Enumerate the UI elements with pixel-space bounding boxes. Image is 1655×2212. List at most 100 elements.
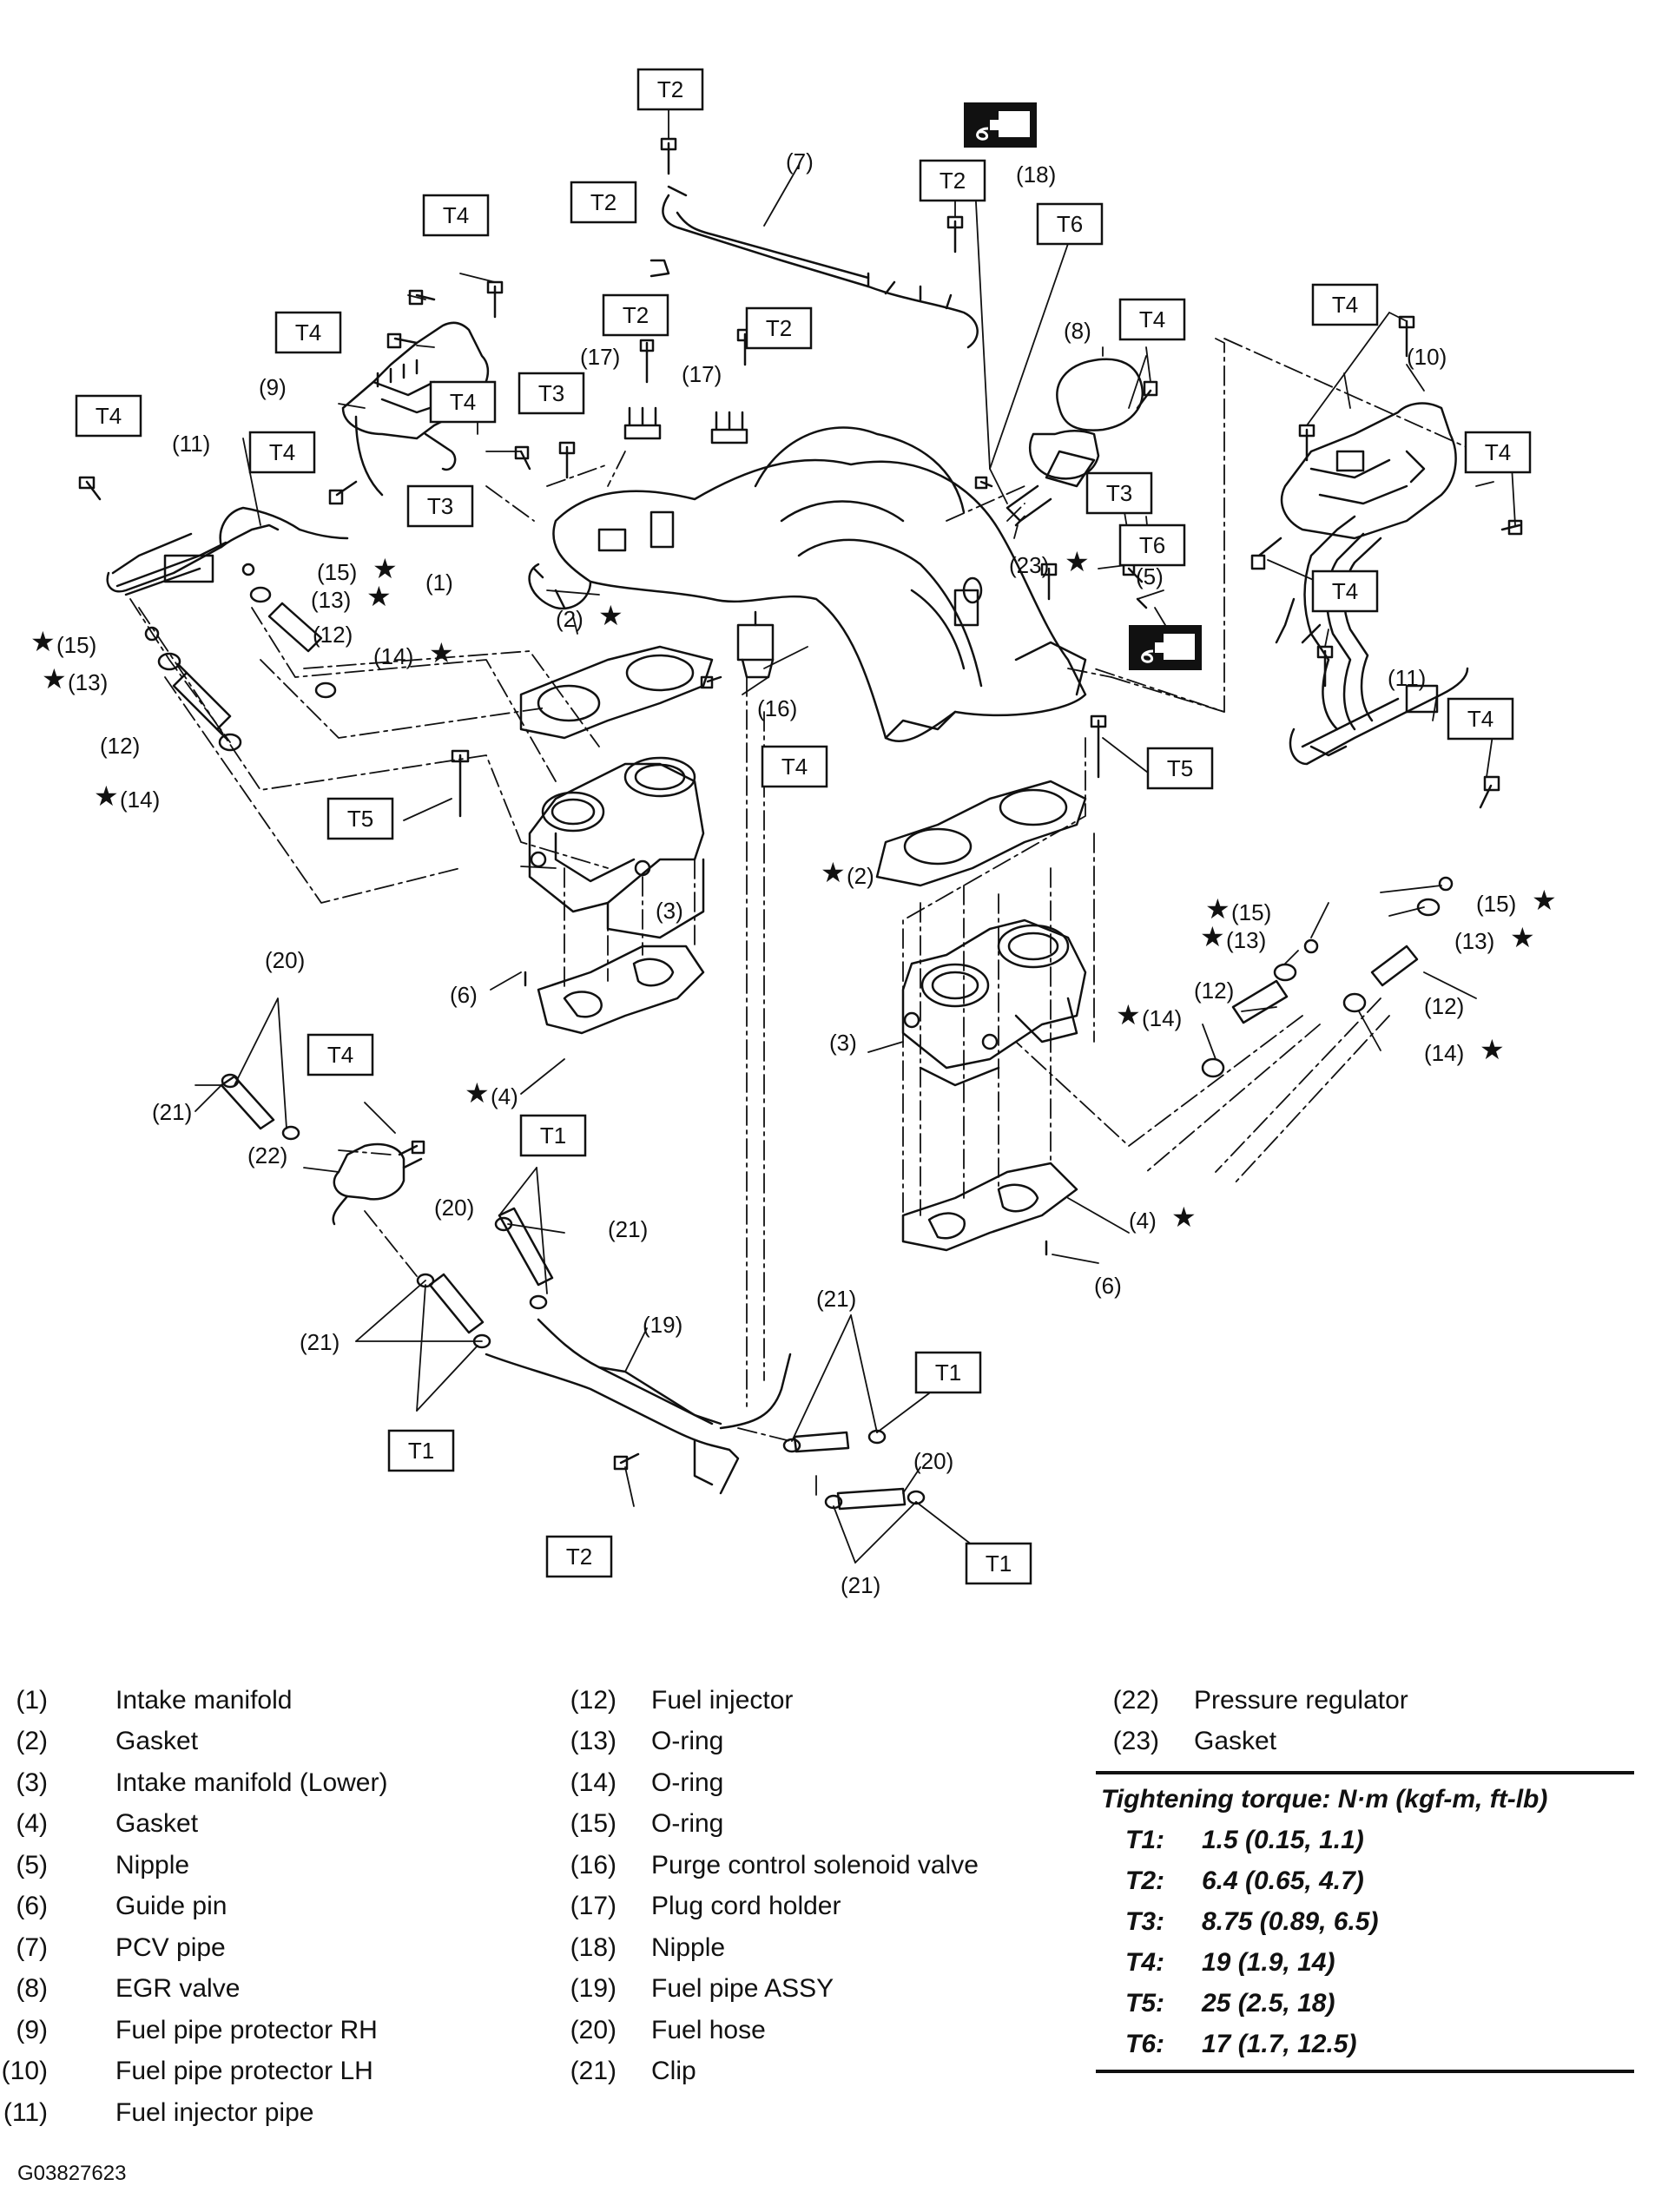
torque-row: T4:19 (1.9, 14): [1096, 1942, 1634, 1983]
torque-tag: T2: [919, 159, 986, 202]
legend-item-name: Intake manifold: [115, 1685, 293, 1715]
torque-tag: T4: [422, 194, 490, 237]
fuel-hose-mid: [498, 1207, 554, 1287]
legend-item-number: (22): [1112, 1685, 1159, 1715]
torque-tag-label: T1: [540, 1122, 566, 1149]
torque-value: 8.75 (0.89, 6.5): [1202, 1906, 1379, 1936]
legend-item-name: Plug cord holder: [651, 1892, 841, 1921]
gasket-4-left: [537, 945, 705, 1035]
callout-number: (14): [120, 787, 160, 813]
torque-tag-label: T4: [1467, 706, 1493, 732]
torque-tag-box: [761, 745, 828, 788]
torque-tag: T4: [1311, 569, 1379, 613]
star-icon: ★: [1200, 921, 1225, 952]
torque-tag-box: [1085, 471, 1153, 515]
legend-item-number: (9): [16, 2015, 48, 2044]
callout-number: (21): [816, 1286, 856, 1312]
fuel-hose-left: [220, 1075, 275, 1130]
legend-item-name: Nipple: [651, 1932, 726, 1962]
legend-item: (7)PCV pipe: [0, 1927, 387, 1969]
callout-number: (12): [313, 622, 353, 648]
torque-tag-label: T4: [443, 202, 469, 228]
callout-number: (21): [152, 1099, 192, 1125]
torque-tag: T4: [1464, 431, 1532, 474]
torque-table-bottom-rule: [1096, 2070, 1634, 2073]
torque-tag-label: T1: [935, 1359, 961, 1386]
callout-number: (14): [1424, 1040, 1464, 1066]
legend-item-number: (11): [3, 2097, 48, 2127]
torque-tag-label: T5: [1167, 755, 1193, 781]
torque-key: T2:: [1125, 1866, 1164, 1895]
torque-tag: T3: [406, 484, 474, 528]
torque-row: T1:1.5 (0.15, 1.1): [1096, 1820, 1634, 1860]
callout-number: (20): [913, 1448, 953, 1474]
torque-tag: T6: [1036, 202, 1104, 246]
legend-item-name: PCV pipe: [115, 1932, 226, 1962]
torque-tag-box: [745, 306, 813, 350]
legend-item: (19)Fuel pipe ASSY: [538, 1969, 979, 2011]
callout-number: (10): [1407, 344, 1447, 370]
legend-item: (17)Plug cord holder: [538, 1886, 979, 1928]
o-rings: [144, 563, 1454, 1078]
callout-number: (6): [1094, 1273, 1122, 1299]
star-icon: ★: [366, 581, 392, 612]
legend-item-name: Nipple: [115, 1850, 190, 1880]
legend-item: (4)Gasket: [0, 1804, 387, 1846]
callout-number: (9): [259, 374, 287, 400]
legend-item: (13)O-ring: [538, 1722, 979, 1763]
torque-tag-box: [570, 181, 637, 224]
torque-tag-box: [387, 1429, 455, 1472]
torque-tag-label: T2: [566, 1544, 592, 1570]
callout-number: (3): [656, 898, 683, 924]
torque-tag: T4: [1447, 697, 1514, 741]
torque-key: T5:: [1125, 1988, 1164, 2018]
legend-item-name: Fuel pipe ASSY: [651, 1974, 834, 2004]
legend-item-name: Gasket: [1194, 1727, 1277, 1756]
legend-item: (21)Clip: [538, 2051, 979, 2093]
star-icon: ★: [1205, 893, 1230, 925]
egr-valve: [1006, 358, 1144, 523]
figure-code: G03827623: [17, 2162, 127, 2185]
torque-tag: T4: [761, 745, 828, 788]
torque-table-title: Tightening torque: N·m (kgf-m, ft-lb): [1101, 1785, 1548, 1814]
callout-number: (12): [1194, 978, 1234, 1004]
legend-item-number: (20): [570, 2015, 617, 2044]
torque-tag: T4: [1118, 298, 1186, 341]
callout-number: (16): [757, 695, 797, 721]
purge-control-solenoid-valve: [736, 610, 775, 679]
legend-item-number: (13): [570, 1727, 617, 1756]
fuel-injector-12-right: [1370, 945, 1419, 987]
legend-item: (10)Fuel pipe protector LH: [0, 2051, 387, 2093]
pressure-regulator: [332, 1142, 423, 1226]
torque-tag-box: [1447, 697, 1514, 741]
torque-tag: T3: [518, 372, 585, 415]
leader-lines: [195, 108, 1516, 1564]
torque-tag: T2: [602, 293, 669, 337]
torque-tag: T6: [1118, 523, 1186, 567]
legend-column-3: (22)Pressure regulator(23)Gasket: [1081, 1680, 1408, 1762]
torque-tag: T5: [326, 797, 394, 840]
torque-tag-label: T6: [1057, 211, 1083, 237]
callout-number: (3): [829, 1030, 857, 1056]
torque-tag: T2: [636, 68, 704, 111]
legend-item-name: O-ring: [651, 1809, 724, 1839]
callout-number: (21): [300, 1329, 340, 1355]
legend-item: (9)Fuel pipe protector RH: [0, 2010, 387, 2051]
gasket-4-right: [901, 1162, 1078, 1252]
torque-table-top-rule: [1096, 1771, 1634, 1774]
legend-item-number: (6): [16, 1892, 48, 1921]
star-icon: ★: [94, 780, 119, 812]
torque-tag-box: [636, 68, 704, 111]
callout-number: (22): [247, 1142, 287, 1169]
torque-tag-label: T5: [347, 806, 373, 832]
star-icon: ★: [30, 626, 56, 657]
torque-tag-box: [1118, 298, 1186, 341]
torque-row: T3:8.75 (0.89, 6.5): [1096, 1901, 1634, 1942]
callout-number: (17): [580, 344, 620, 370]
torque-row: T5:25 (2.5, 18): [1096, 1983, 1634, 2024]
torque-tag-label: T4: [295, 319, 321, 346]
legend-item-number: (16): [570, 1850, 617, 1880]
fuel-injector-pipe-left: [106, 506, 349, 596]
torque-tag: T3: [1085, 471, 1153, 515]
torque-tag-label: T4: [781, 754, 808, 780]
